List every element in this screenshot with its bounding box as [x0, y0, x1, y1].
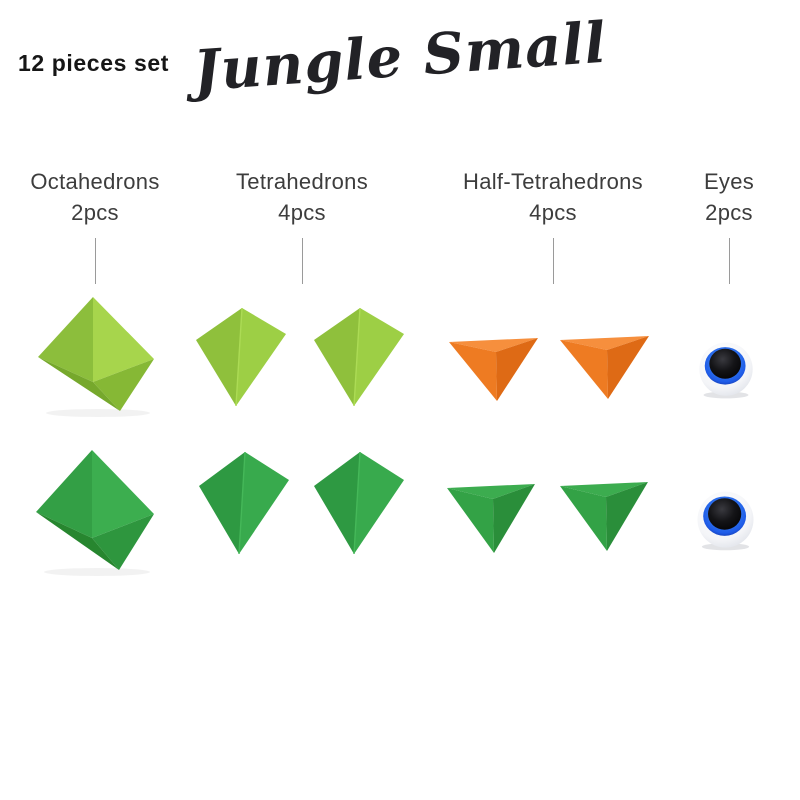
octahedron-dark-green [34, 448, 156, 576]
column-name: Half-Tetrahedrons [463, 169, 643, 194]
tetrahedron-dark-green-2 [312, 450, 406, 556]
octahedron-light-green [36, 295, 156, 417]
column-label-octahedrons: Octahedrons 2pcs [30, 166, 159, 228]
column-name: Eyes [703, 169, 755, 194]
tetrahedron-light-green-1 [194, 306, 288, 408]
pieces-count-label: 12 pieces set [18, 50, 170, 76]
eye-piece-1 [696, 341, 756, 399]
pointer-line-tetrahedrons [302, 238, 303, 284]
pointer-line-half-tetrahedrons [553, 238, 554, 284]
half-tetrahedron-dark-green-1 [445, 475, 537, 555]
half-tetrahedron-dark-green-2 [558, 473, 650, 553]
column-label-eyes: Eyes 2pcs [704, 166, 754, 228]
eye-piece-2 [694, 490, 757, 551]
column-label-half-tetrahedrons: Half-Tetrahedrons 4pcs [463, 166, 643, 228]
set-title: Jungle Small [191, 9, 609, 105]
half-tetrahedron-orange-1 [447, 330, 540, 403]
tetrahedron-light-green-2 [312, 306, 406, 408]
pointer-line-eyes [729, 238, 730, 284]
column-count: 2pcs [71, 200, 119, 225]
column-count: 4pcs [278, 200, 326, 225]
tetrahedron-dark-green-1 [197, 450, 291, 556]
half-tetrahedron-orange-2 [558, 328, 651, 401]
column-count: 2pcs [705, 200, 753, 225]
pointer-line-octahedrons [95, 238, 96, 284]
column-label-tetrahedrons: Tetrahedrons 4pcs [236, 166, 368, 228]
column-name: Octahedrons [30, 169, 160, 194]
column-name: Tetrahedrons [235, 169, 369, 194]
column-count: 4pcs [529, 200, 577, 225]
